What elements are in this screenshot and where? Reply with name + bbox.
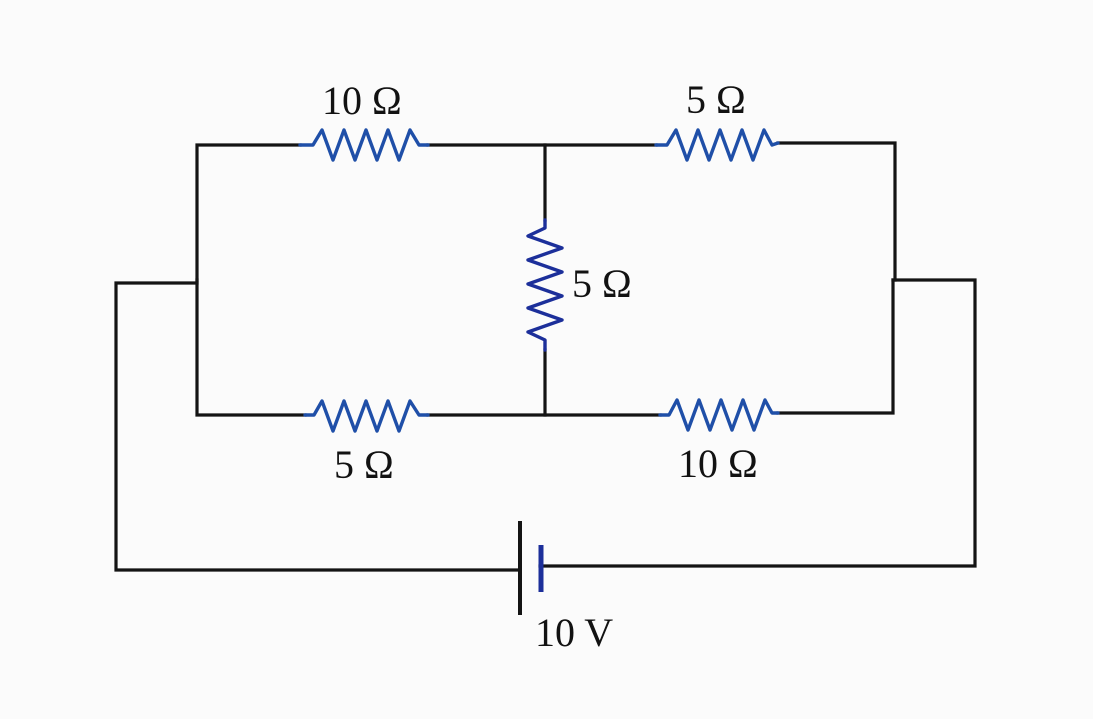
wire-outer-right <box>538 278 977 568</box>
resistor-top-right <box>654 128 780 162</box>
wire-left-lower <box>195 278 307 417</box>
label-battery-voltage: 10 V <box>535 610 613 655</box>
label-middle-resistor: 5 Ω <box>572 261 632 306</box>
resistor-middle <box>526 218 564 352</box>
wires <box>114 141 977 572</box>
resistor-bottom-left <box>303 399 430 433</box>
labels: 10 Ω 5 Ω 5 Ω 5 Ω 10 Ω 10 V <box>322 77 758 655</box>
battery <box>518 521 544 615</box>
resistor-bottom-right <box>658 398 780 432</box>
label-top-right-resistor: 5 Ω <box>686 77 746 122</box>
resistors <box>298 128 780 433</box>
label-bottom-left-resistor: 5 Ω <box>334 442 394 487</box>
label-bottom-right-resistor: 10 Ω <box>678 441 758 486</box>
wire-outer-left <box>114 281 520 572</box>
wire-bottom-right <box>776 278 895 415</box>
wire-top-left <box>195 143 302 282</box>
label-top-left-resistor: 10 Ω <box>322 78 402 123</box>
resistor-top-left <box>298 128 430 162</box>
wire-top-right <box>776 141 897 282</box>
